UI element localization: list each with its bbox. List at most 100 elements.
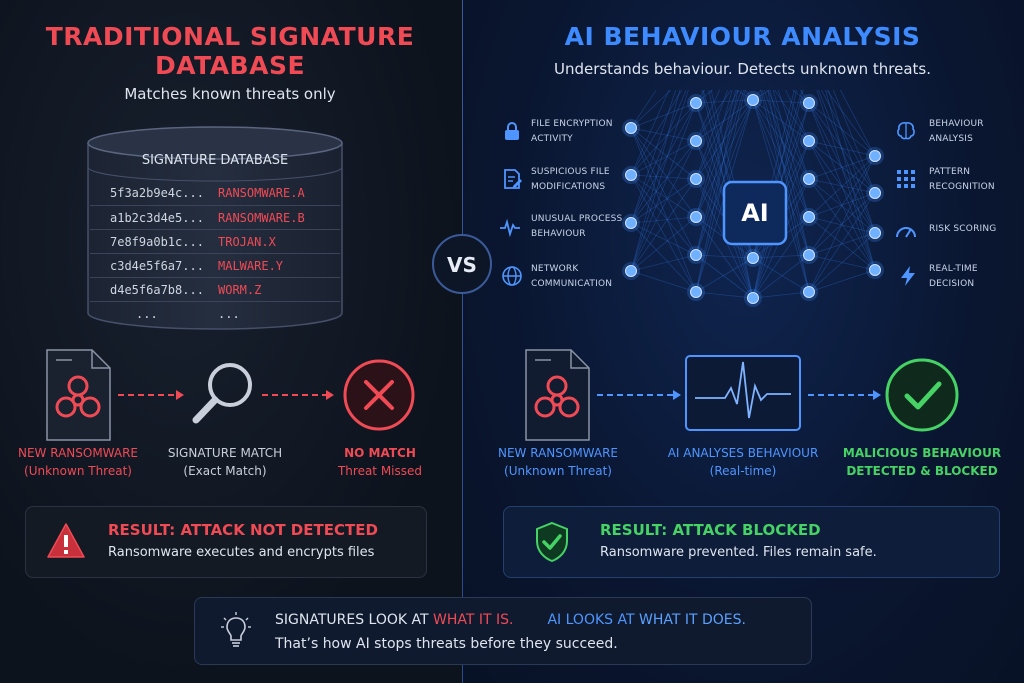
signature-hash: a1b2c3d4e5... [110,211,204,225]
network-link [695,90,714,104]
network-link [808,178,876,271]
network-link [808,216,876,234]
input-label-encryption: FILE ENCRYPTION ACTIVITY [531,119,613,144]
network-link [808,232,876,256]
right-title: AI BEHAVIOUR ANALYSIS [564,22,921,51]
network-link [630,90,687,224]
vs-badge: VS [432,234,492,294]
network-link [630,102,697,272]
network-link [825,90,876,271]
network-link [630,102,697,224]
network-link [752,216,810,299]
threat-name: TROJAN.X [218,235,276,249]
network-link [808,140,876,271]
network-link [752,99,810,218]
network-link [752,257,810,293]
right-subtitle: Understands behaviour. Detects unknown t… [553,60,932,78]
network-node [747,252,759,264]
row-divider [90,229,340,230]
signature-hash: 5f3a2b9e4c... [110,186,204,200]
neural-network-diagram [622,90,884,307]
dashed-arrow-icon [262,390,334,400]
network-link [630,140,697,272]
lightbulb-icon [221,612,251,647]
network-link [752,99,810,256]
network-link [752,254,810,299]
row-divider [90,277,340,278]
network-node [625,122,637,134]
network-node [690,286,702,298]
network-link [808,102,876,194]
network-link [735,90,754,101]
network-link [695,99,754,180]
network-link [630,254,697,272]
network-link [785,90,810,142]
signature-match-label: SIGNATURE MATCH (Exact Match) [167,446,283,478]
row-divider [90,205,340,206]
bottom-headline: SIGNATURES LOOK AT WHAT IT IS.AI LOOKS A… [275,612,746,628]
left-panel: TRADITIONAL SIGNATURE DATABASE Matches k… [0,0,462,683]
network-link [808,155,876,293]
network-link [763,90,810,218]
lock-icon [505,122,519,140]
network-link [808,102,876,271]
network-link [828,90,876,234]
network-link [808,192,876,218]
network-node [690,211,702,223]
network-link [630,127,697,293]
network-link [695,90,742,218]
network-link [695,90,746,293]
network-link [630,174,697,218]
network-link [808,269,876,293]
network-link [630,216,697,272]
network-link [630,102,697,129]
monitor-heartbeat-icon [685,355,801,431]
network-link [630,90,672,129]
network-link [630,216,697,224]
network-link [708,90,754,299]
network-link [695,254,754,259]
new-ransomware-label: NEW RANSOMWARE (Unknown Threat) [17,446,139,478]
result-blocked-box: RESULT: ATTACK BLOCKED Ransomware preven… [503,506,1000,578]
network-link [752,99,810,104]
network-link [826,90,876,157]
network-link [767,90,810,180]
result-title: RESULT: ATTACK BLOCKED [600,521,821,539]
network-link [630,222,697,256]
network-link [752,291,810,299]
pulse-icon [500,218,520,238]
network-link [695,257,754,293]
network-node [803,97,815,109]
network-link [752,254,810,259]
left-subtitle: Matches known threats only [124,85,336,103]
network-link [695,99,754,104]
network-link [695,99,754,256]
network-node [690,97,702,109]
network-node [747,292,759,304]
no-match-x-icon [343,359,415,431]
network-node [803,135,815,147]
detected-blocked-label: MALICIOUS BEHAVIOUR DETECTED & BLOCKED [842,446,1002,478]
signature-hash: ... [136,307,158,321]
dashed-arrow-icon [597,390,681,400]
ai-core-box [722,180,788,246]
biohazard-file-icon [525,349,590,441]
network-node [690,173,702,185]
input-label-modifications: SUSPICIOUS FILE MODIFICATIONS [531,167,610,192]
network-link [630,178,697,272]
file-edit-icon [504,169,522,189]
brain-icon [897,122,915,140]
network-link [808,155,876,256]
signature-database: SIGNATURE DATABASE 5f3a2b9e4c... RANSOMW… [86,125,344,330]
network-link [630,127,697,256]
network-link [630,174,697,293]
output-label-risk: RISK SCORING [929,224,997,234]
result-title: RESULT: ATTACK NOT DETECTED [108,521,378,539]
network-link [808,140,876,157]
network-link [808,254,876,271]
network-link [752,99,810,142]
magnifier-icon [192,363,252,424]
threat-name: RANSOMWARE.A [218,186,305,200]
row-divider [90,253,340,254]
network-node [803,286,815,298]
